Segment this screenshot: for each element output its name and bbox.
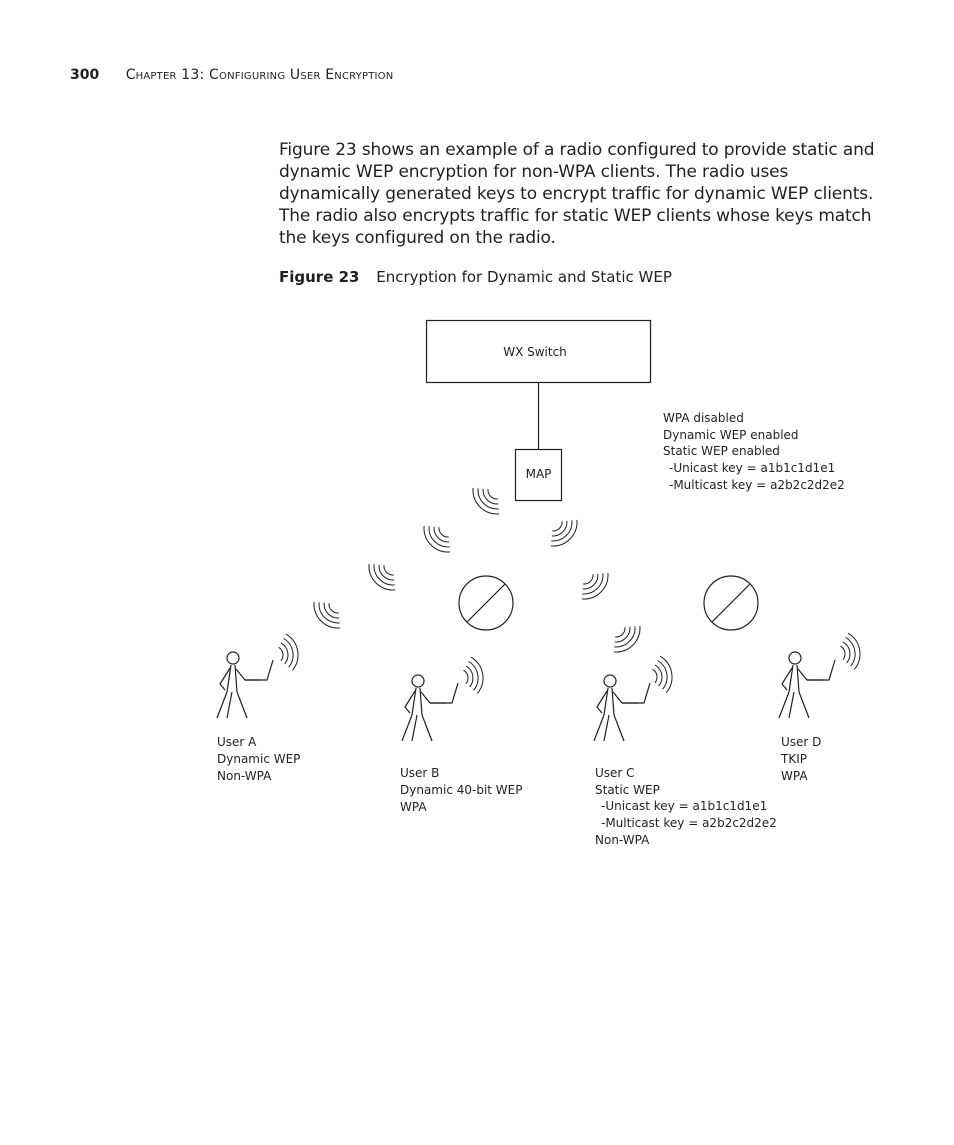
user-d-label: User D TKIP WPA (780, 735, 821, 783)
user-label-line: Dynamic 40-bit WEP (400, 783, 523, 797)
blocked-icon (703, 575, 759, 631)
wireless-signal-icon (840, 632, 861, 670)
user-label-line: User A (217, 735, 257, 749)
map-box (514, 448, 563, 502)
wireless-signal-icon (423, 525, 451, 553)
user-label-line: Non-WPA (595, 833, 650, 847)
user-a-label: User A Dynamic WEP Non-WPA (217, 735, 300, 783)
map-config-line: WPA disabled (663, 411, 744, 425)
figure-title: Encryption for Dynamic and Static WEP (376, 268, 672, 286)
figure-label: Figure 23 (279, 268, 360, 286)
map-label: MAP (526, 467, 552, 481)
user-figure-icon (778, 651, 836, 719)
user-figure-icon (401, 674, 459, 742)
user-b-label: User B Dynamic 40-bit WEP WPA (400, 766, 523, 814)
map-config-line: -Multicast key = a2b2c2d2e2 (669, 478, 845, 492)
user-c-label: User C Static WEP -Unicast key = a1b1c1d… (595, 766, 777, 847)
wireless-signal-icon (581, 572, 609, 600)
user-label-line: -Multicast key = a2b2c2d2e2 (601, 816, 777, 830)
blocked-icon (458, 575, 514, 631)
page-number: 300 (70, 67, 100, 83)
user-label-line: Non-WPA (217, 769, 272, 783)
user-label-line: WPA (400, 800, 427, 814)
user-label-line: User D (781, 735, 821, 749)
wireless-signal-icon (278, 633, 299, 671)
user-label-line: User B (400, 766, 439, 780)
user-label-line: Dynamic WEP (217, 752, 300, 766)
wx-switch-box (425, 319, 652, 384)
user-label-line: TKIP (780, 752, 807, 766)
wireless-signal-icon (550, 519, 578, 547)
user-figure-icon (216, 651, 274, 719)
map-config-line: -Unicast key = a1b1c1d1e1 (669, 461, 835, 475)
wireless-signal-icon (368, 563, 396, 591)
figure-caption: Figure 23 Encryption for Dynamic and Sta… (279, 268, 672, 286)
user-label-line: User C (595, 766, 635, 780)
user-label-line: Static WEP (595, 783, 660, 797)
wireless-signal-icon (463, 656, 484, 694)
chapter-title: Chapter 13: Configuring User Encryption (125, 67, 394, 83)
body-paragraph: Figure 23 shows an example of a radio co… (279, 140, 875, 248)
user-label-line: -Unicast key = a1b1c1d1e1 (601, 799, 767, 813)
wireless-signal-icon (313, 601, 341, 629)
user-label-line: WPA (781, 769, 808, 783)
wx-switch-label: WX Switch (503, 345, 567, 359)
map-config-line: Static WEP enabled (663, 444, 780, 458)
user-figure-icon (593, 674, 651, 742)
wireless-signal-icon (472, 487, 500, 515)
page-header: 300 Chapter 13: Configuring User Encrypt… (70, 67, 393, 83)
map-config-line: Dynamic WEP enabled (663, 428, 799, 442)
map-config-text: WPA disabled Dynamic WEP enabled Static … (663, 411, 845, 492)
wireless-signal-icon (652, 655, 673, 693)
wireless-signal-icon (613, 625, 641, 653)
